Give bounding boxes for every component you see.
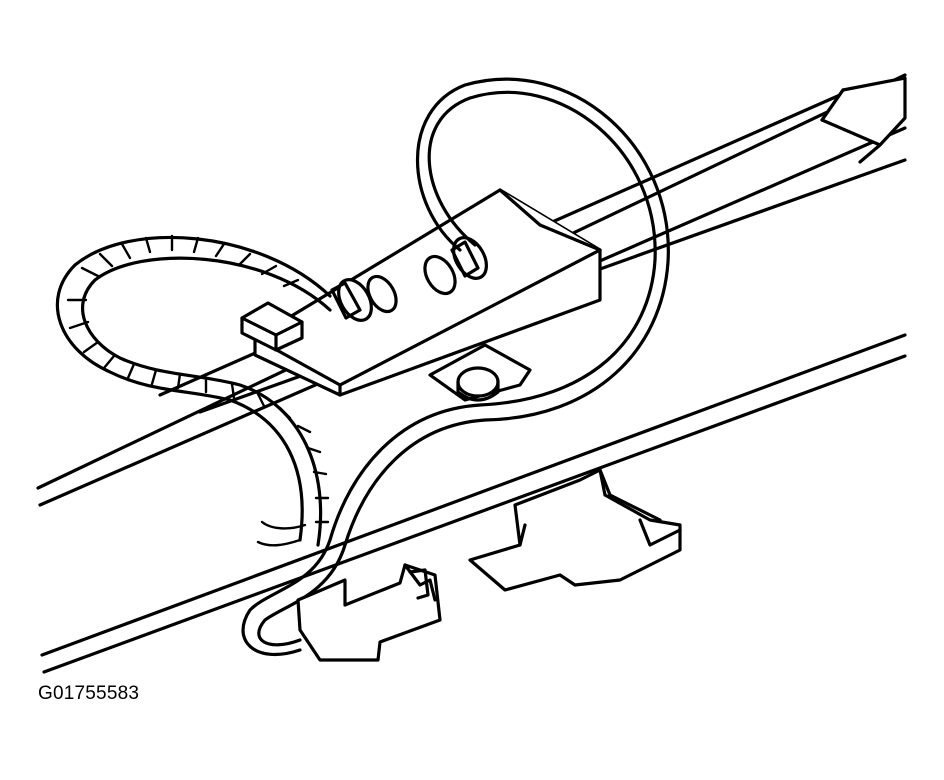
terminal-plugs xyxy=(330,236,488,322)
spiral-wrap-harness xyxy=(55,234,332,547)
wire-loop xyxy=(241,77,670,657)
harness-clips xyxy=(296,468,682,662)
connector-block xyxy=(240,188,602,402)
figure-code: G01755583 xyxy=(38,683,140,704)
